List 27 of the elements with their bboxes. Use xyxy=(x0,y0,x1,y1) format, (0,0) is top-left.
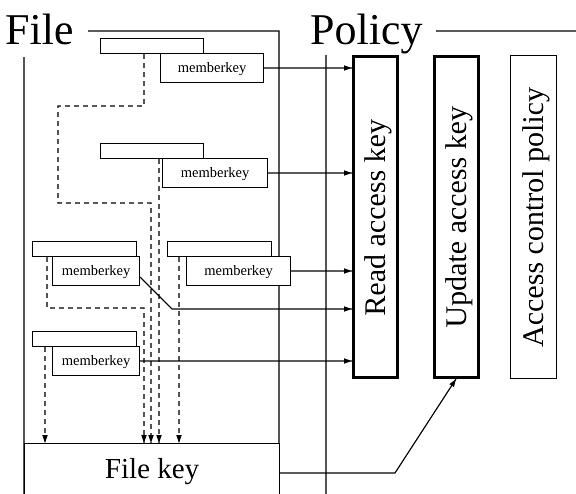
arrow xyxy=(264,65,352,71)
frame-heading: File xyxy=(5,8,74,52)
arrow xyxy=(280,378,457,474)
key-box: Access control policy xyxy=(510,55,557,379)
memberkey-card: memberkey xyxy=(52,346,140,376)
key-box: File key xyxy=(24,443,280,494)
frame-heading: Policy xyxy=(310,8,422,52)
dashed-arrow xyxy=(156,159,162,443)
stacked-key-card xyxy=(32,331,137,347)
key-box: Update access key xyxy=(433,55,480,379)
stacked-key-card xyxy=(100,38,204,54)
memberkey-card: memberkey xyxy=(160,53,264,83)
stacked-key-card xyxy=(167,241,272,257)
dashed-arrow xyxy=(57,54,154,443)
dashed-arrow xyxy=(176,257,182,443)
arrow xyxy=(291,268,352,274)
memberkey-card: memberkey xyxy=(52,256,140,286)
dashed-arrow xyxy=(46,257,147,443)
stacked-key-card xyxy=(32,241,137,257)
memberkey-card: memberkey xyxy=(162,158,268,188)
arrow xyxy=(268,170,352,176)
dashed-arrow xyxy=(42,347,48,443)
key-box: Read access key xyxy=(352,55,399,379)
memberkey-card: memberkey xyxy=(186,256,291,286)
arrow xyxy=(140,358,352,364)
arrow xyxy=(140,276,352,312)
stacked-key-card xyxy=(100,143,204,159)
